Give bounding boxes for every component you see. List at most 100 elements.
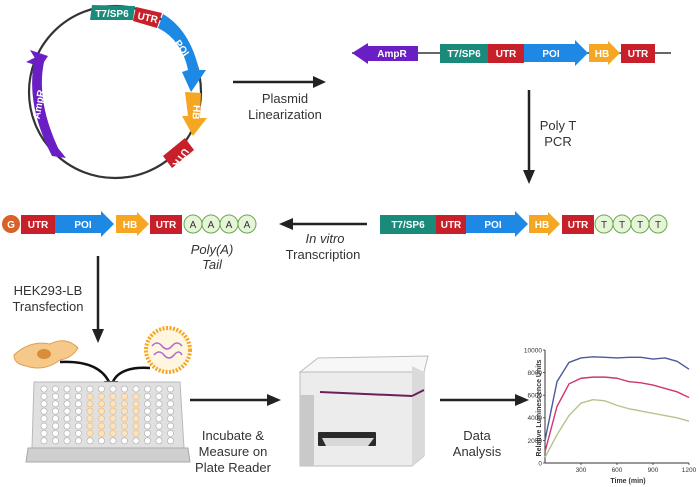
polyt-tail-bead xyxy=(648,214,668,234)
plate-well xyxy=(132,385,140,393)
plate-well xyxy=(144,407,151,415)
linear-utr2-block xyxy=(621,44,655,63)
plate-well xyxy=(98,400,105,408)
plate-well xyxy=(75,385,82,393)
plasmid-t7sp6-label: T7/SP6 xyxy=(95,9,129,20)
plate-well xyxy=(121,407,128,415)
linear-utr1-label: UTR xyxy=(496,49,517,60)
plate-well xyxy=(167,400,174,408)
plate-well xyxy=(75,429,82,437)
chart-y-tick-label: 4000 xyxy=(528,415,543,422)
plate-well xyxy=(109,429,117,437)
plate-well xyxy=(109,415,117,422)
plate-well xyxy=(75,422,82,430)
plate-well xyxy=(121,429,128,437)
plate-well xyxy=(40,385,48,393)
polyt-construct: T7/SP6 UTR POI HB UTR T T T T xyxy=(380,211,668,237)
plate-well xyxy=(144,392,151,400)
arrow-transcription xyxy=(279,218,367,230)
mrna-cap xyxy=(2,215,20,233)
plate-well xyxy=(155,422,163,430)
incubate-line-3: Plate Reader xyxy=(195,460,272,475)
lipid-nanoparticle xyxy=(144,326,192,374)
mrna-construct: G UTR POI HB UTR A A A A xyxy=(2,211,257,237)
plate-well xyxy=(86,392,94,400)
polyt-hb-label: HB xyxy=(535,220,549,231)
polyt-tail: T T T T xyxy=(594,214,668,234)
plate-well xyxy=(144,385,151,393)
plate-well xyxy=(121,400,128,408)
plate-well xyxy=(144,437,151,445)
transcription-italic: In vitro xyxy=(305,231,344,246)
linear-poi-label: POI xyxy=(542,49,559,60)
mrna-poi-arrow xyxy=(55,211,114,237)
mrna-tail-bead xyxy=(237,214,257,234)
plate-well xyxy=(40,437,48,445)
linear-t7-label: T7/SP6 xyxy=(447,49,481,60)
plate-well xyxy=(52,392,59,400)
polyt-utr2-block xyxy=(562,215,594,234)
plate-well xyxy=(40,415,48,422)
plate-well xyxy=(63,429,71,437)
plate-well xyxy=(155,385,163,393)
plate-well xyxy=(52,385,59,393)
plate-well xyxy=(52,422,59,430)
polyt-line-2: PCR xyxy=(544,134,571,149)
plasmid-utr-2: UTR xyxy=(163,138,194,170)
chart-y-tick-label: 10000 xyxy=(524,347,542,354)
mrna-tail-letter: A xyxy=(244,220,251,231)
plate-well xyxy=(167,385,174,393)
plate-well xyxy=(144,400,151,408)
plate-well xyxy=(132,429,140,437)
plate-well xyxy=(167,437,174,445)
transfection-line-1: HEK293-LB xyxy=(14,283,83,298)
polyt-tail-letter: T xyxy=(619,220,625,231)
chart-series-line-1 xyxy=(544,356,690,441)
polya-line-2: Tail xyxy=(202,257,223,272)
plate-reader xyxy=(298,355,429,467)
polyt-utr1-block xyxy=(436,215,466,234)
plate-well xyxy=(132,392,140,400)
plate-well xyxy=(52,437,59,445)
polyt-tail-letter: T xyxy=(601,220,607,231)
polyt-tail-letter: T xyxy=(655,220,661,231)
plate-well xyxy=(86,415,94,422)
linear-t7-block xyxy=(440,44,488,63)
plate-well xyxy=(86,429,94,437)
luminescence-chart: Relative Luminescence Units Time (min) 1… xyxy=(524,347,697,485)
mrna-tail-letter: A xyxy=(208,220,215,231)
plate-well xyxy=(63,400,71,408)
polyt-t7-label: T7/SP6 xyxy=(391,220,425,231)
plate-well xyxy=(167,407,174,415)
plate-well xyxy=(144,422,151,430)
polyt-poi-arrow xyxy=(466,211,528,237)
polyt-t7-block xyxy=(380,215,436,234)
chart-x-tick-label: 1200 xyxy=(682,467,697,474)
hek-cell xyxy=(13,340,79,369)
chart-y-tick-label: 6000 xyxy=(528,393,543,400)
plate-well xyxy=(132,407,140,415)
plate-well xyxy=(98,415,105,422)
plate-well xyxy=(86,400,94,408)
linearization-line-1: Plasmid xyxy=(262,91,308,106)
plate-well xyxy=(155,415,163,422)
plate-well xyxy=(121,422,128,430)
plate-well xyxy=(75,415,82,422)
chart-series-line-2 xyxy=(544,376,690,452)
mrna-poi-label: POI xyxy=(74,220,91,231)
plasmid-utr1-label: UTR xyxy=(136,11,159,26)
plate-well xyxy=(109,392,117,400)
chart-series-line-3 xyxy=(544,399,690,458)
polyt-hb-arrow xyxy=(529,212,560,236)
plate-well xyxy=(75,392,82,400)
plate-well xyxy=(98,407,105,415)
plate-well xyxy=(109,437,117,445)
plate-well xyxy=(98,429,105,437)
plate-well xyxy=(121,392,128,400)
plate-well xyxy=(98,385,105,393)
arrow-transfection xyxy=(92,256,104,343)
chart-y-tick-label: 8000 xyxy=(528,370,543,377)
plasmid-t7sp6: T7/SP6 xyxy=(90,5,135,20)
plate-well xyxy=(167,392,174,400)
